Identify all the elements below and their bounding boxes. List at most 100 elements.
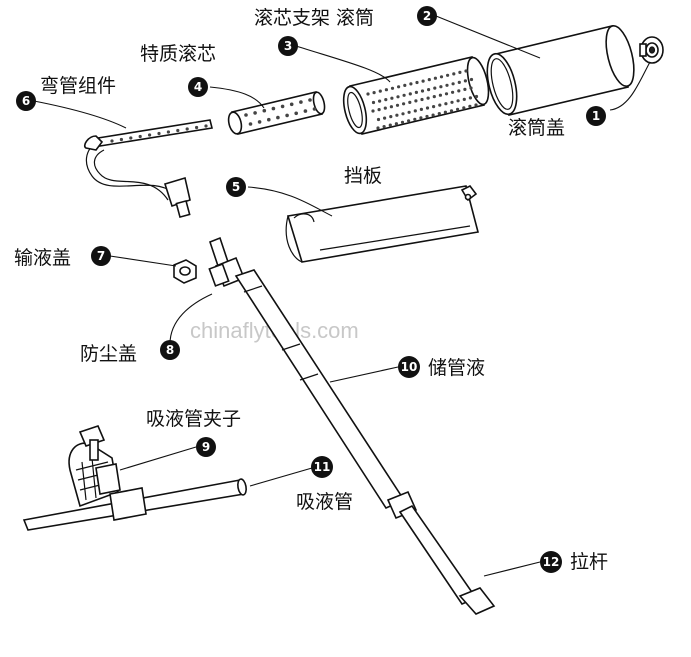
perforation-dot xyxy=(376,126,380,130)
perforation-dot xyxy=(372,91,376,95)
perforation-dot xyxy=(419,116,423,120)
perforation-dot xyxy=(294,111,299,116)
perforation-dot xyxy=(403,83,407,87)
perforation-dot xyxy=(280,104,285,109)
svg-text:4: 4 xyxy=(194,80,202,94)
perforation-dot xyxy=(176,128,180,133)
callout-label-1: 滚筒盖 xyxy=(508,117,565,139)
perforation-dot xyxy=(148,133,152,137)
callout-badge-1: 1 xyxy=(586,106,606,126)
delivery-cap-part xyxy=(173,259,197,284)
perforation-dot xyxy=(413,109,417,113)
callout-badge-10: 10 xyxy=(398,356,420,378)
leader-9 xyxy=(119,446,197,471)
perforation-dot xyxy=(469,77,474,82)
perforation-dot xyxy=(390,86,395,90)
callout-badge-4: 4 xyxy=(188,77,208,97)
callout-badge-7: 7 xyxy=(91,246,111,266)
perforation-dot xyxy=(463,79,467,83)
perforation-dot xyxy=(253,111,257,115)
perforation-dot xyxy=(444,92,449,96)
perforation-dot xyxy=(445,83,449,87)
perforation-dot xyxy=(468,96,472,100)
callout-badge-2: 2 xyxy=(417,6,437,26)
leader-3 xyxy=(295,45,391,83)
suction-tube-part xyxy=(22,478,247,531)
perforation-dot xyxy=(382,125,386,129)
callout-badge-3: 3 xyxy=(278,36,298,56)
special-roller-core-part xyxy=(227,91,326,135)
perforation-dot xyxy=(276,115,280,120)
pull-rod-part xyxy=(398,504,496,615)
perforation-dot xyxy=(432,95,436,99)
leader-5 xyxy=(247,186,333,217)
perforation-dot xyxy=(407,119,411,123)
perforation-dot xyxy=(384,88,388,92)
perforation-dot xyxy=(383,116,387,120)
perforation-dot xyxy=(452,72,456,76)
perforation-dot xyxy=(451,90,455,94)
callout-badge-6: 6 xyxy=(16,91,36,111)
perforation-dot xyxy=(371,109,375,113)
perforation-dot xyxy=(462,106,466,110)
perforation-dot xyxy=(366,92,370,96)
perforation-dot xyxy=(377,108,381,112)
perforation-dot xyxy=(285,113,289,118)
leader-8 xyxy=(169,293,213,345)
perforation-dot xyxy=(376,117,381,122)
perforation-dot xyxy=(394,122,398,126)
leader-10 xyxy=(329,366,399,383)
perforation-dot xyxy=(425,114,429,119)
perforation-dot xyxy=(397,85,401,89)
perforation-dot xyxy=(413,117,417,121)
perforation-dot xyxy=(427,88,431,92)
svg-text:5: 5 xyxy=(232,180,240,194)
perforation-dot xyxy=(110,139,114,143)
svg-text:6: 6 xyxy=(22,94,30,108)
perforation-dot xyxy=(426,96,430,100)
leader-4 xyxy=(209,86,265,109)
leader-7 xyxy=(109,255,177,267)
perforation-dot xyxy=(271,106,276,111)
perforation-dot xyxy=(420,97,424,102)
svg-text:9: 9 xyxy=(202,440,210,454)
perforation-dot xyxy=(371,100,376,105)
perforation-dot xyxy=(439,85,443,89)
perforation-dot xyxy=(449,109,454,113)
callout-label-5: 挡板 xyxy=(344,165,382,187)
perforation-dot xyxy=(414,90,418,94)
perforation-dot xyxy=(468,104,472,108)
perforation-dot xyxy=(396,95,400,99)
perforation-dot xyxy=(389,115,393,119)
perforation-dot xyxy=(432,105,436,109)
perforation-dot xyxy=(119,137,123,142)
callout-label-11: 吸液管 xyxy=(296,491,353,513)
perforation-dot xyxy=(438,103,442,107)
perforation-dot xyxy=(433,76,437,80)
perforation-dot xyxy=(474,94,479,99)
perforation-dot xyxy=(438,93,442,97)
perforation-dot xyxy=(444,102,448,106)
perforation-dot xyxy=(257,120,262,124)
leader-2 xyxy=(435,15,541,59)
perforation-dot xyxy=(204,124,208,128)
svg-text:10: 10 xyxy=(401,360,418,374)
perforation-dot xyxy=(378,89,382,93)
baffle-plate-part xyxy=(285,184,479,263)
perforation-dot xyxy=(409,82,413,86)
callout-label-9: 吸液管夹子 xyxy=(146,408,241,430)
callout-label-12: 拉杆 xyxy=(570,551,608,573)
perforation-dot xyxy=(451,82,455,86)
callout-label-7: 输液盖 xyxy=(14,247,71,269)
perforation-dot xyxy=(407,110,411,114)
callout-badge-9: 9 xyxy=(196,437,216,457)
perforation-dot xyxy=(244,113,248,117)
callout-badge-5: 5 xyxy=(226,177,246,197)
perforation-dot xyxy=(166,130,170,134)
perforation-dot xyxy=(421,79,425,83)
perforation-dot xyxy=(383,106,387,110)
perforation-dot xyxy=(138,134,142,139)
perforation-dot xyxy=(289,102,294,107)
dust-cap-part xyxy=(208,263,230,287)
leader-1 xyxy=(609,61,651,111)
